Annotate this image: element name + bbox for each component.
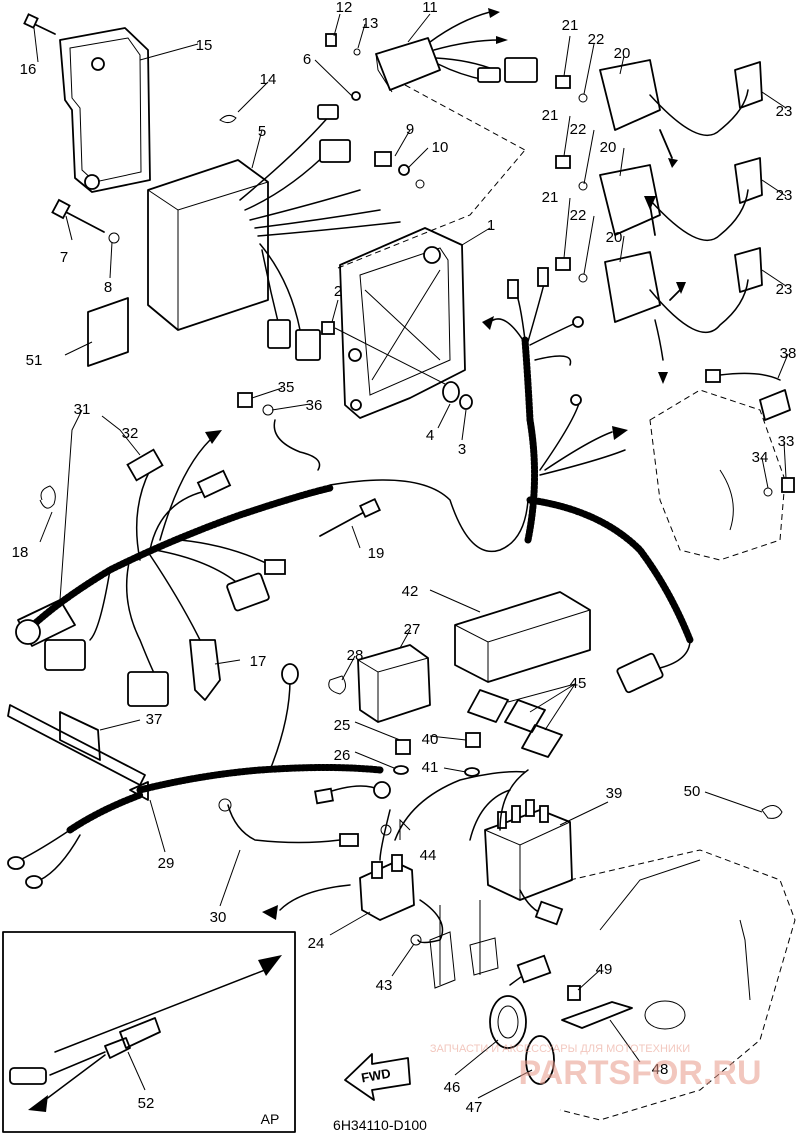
- callout-1: 1: [487, 217, 495, 234]
- callout-18: 18: [12, 544, 29, 561]
- callout-14: 14: [260, 71, 277, 88]
- callout-22-a: 22: [588, 31, 605, 48]
- callout-7: 7: [60, 249, 68, 266]
- callout-31: 31: [74, 401, 91, 418]
- callout-21-b: 21: [542, 107, 559, 124]
- callout-17: 17: [250, 653, 267, 670]
- callout-16: 16: [20, 61, 37, 78]
- callout-48: 48: [652, 1061, 669, 1078]
- callout-22-c: 22: [570, 207, 587, 224]
- callout-43: 43: [376, 977, 393, 994]
- callout-41: 41: [422, 759, 439, 776]
- callout-51: 51: [26, 352, 43, 369]
- callout-28: 28: [347, 647, 364, 664]
- callout-26: 26: [334, 747, 351, 764]
- callout-11: 11: [422, 0, 438, 16]
- callout-44: 44: [420, 847, 437, 864]
- callout-12: 12: [336, 0, 353, 16]
- watermark-brand: PARTSFOR.RU: [518, 1054, 761, 1092]
- inset-label-ap: AP: [261, 1111, 280, 1127]
- fwd-direction-label: FWD: [360, 1066, 392, 1086]
- part-shapes: [2, 8, 796, 1133]
- callout-5: 5: [258, 123, 266, 140]
- callout-29: 29: [158, 855, 175, 872]
- callout-6: 6: [303, 51, 311, 68]
- callout-21-a: 21: [562, 17, 579, 34]
- callout-23-a: 23: [776, 103, 793, 120]
- callout-42: 42: [402, 583, 419, 600]
- callout-45: 45: [570, 675, 587, 692]
- drawing-code: 6H34110-D100: [333, 1117, 427, 1133]
- callout-22-b: 22: [570, 121, 587, 138]
- callout-49: 49: [596, 961, 613, 978]
- callout-25: 25: [334, 717, 351, 734]
- callout-40: 40: [422, 731, 439, 748]
- callout-52: 52: [138, 1095, 155, 1112]
- callout-labels: 16 15 12 13 11 14 6 5 9 10 1 7 8 51 2 4 …: [12, 0, 797, 1116]
- callout-20-a: 20: [614, 45, 631, 62]
- callout-36: 36: [306, 397, 323, 414]
- leader-lines: [33, 13, 789, 1099]
- callout-10: 10: [432, 139, 449, 156]
- callout-20-b: 20: [600, 139, 617, 156]
- callout-37: 37: [146, 711, 163, 728]
- callout-13: 13: [362, 15, 379, 32]
- callout-50: 50: [684, 783, 701, 800]
- watermark-caption: ЗАПЧАСТИ И АКСЕССУАРЫ ДЛЯ МОТОТЕХНИКИ: [430, 1043, 690, 1055]
- callout-34: 34: [752, 449, 769, 466]
- callout-20-c: 20: [606, 229, 623, 246]
- callout-39: 39: [606, 785, 623, 802]
- callout-23-c: 23: [776, 281, 793, 298]
- callout-35: 35: [278, 379, 295, 396]
- callout-15: 15: [196, 37, 213, 54]
- callout-23-b: 23: [776, 187, 793, 204]
- callout-3: 3: [458, 441, 466, 458]
- callout-24: 24: [308, 935, 325, 952]
- callout-46: 46: [444, 1079, 461, 1096]
- callout-4: 4: [426, 427, 434, 444]
- callout-2: 2: [334, 283, 342, 300]
- callout-32: 32: [122, 425, 139, 442]
- callout-38: 38: [780, 345, 797, 362]
- callout-9: 9: [406, 121, 414, 138]
- callout-33: 33: [778, 433, 795, 450]
- callout-8: 8: [104, 279, 112, 296]
- callout-19: 19: [368, 545, 385, 562]
- callout-27: 27: [404, 621, 421, 638]
- callout-21-c: 21: [542, 189, 559, 206]
- callout-30: 30: [210, 909, 227, 926]
- callout-47: 47: [466, 1099, 483, 1116]
